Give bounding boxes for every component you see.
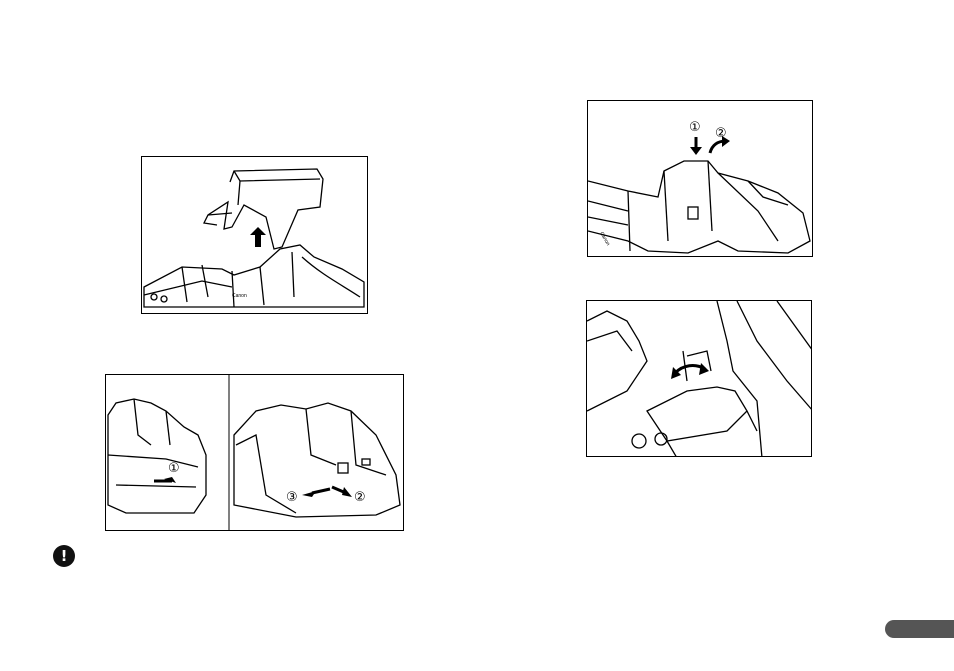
side-release-illustration: ① ③ ② [106, 375, 404, 531]
figure-press-lift: ① ② Canon [587, 100, 813, 257]
step-1-label: ① [689, 120, 701, 135]
flip-arrow-icon [699, 363, 709, 375]
step-2-label: ② [354, 490, 366, 505]
figure-cover-removal: Canon [141, 156, 368, 314]
exclamation-icon: ! [53, 545, 75, 567]
flip-guide-illustration [587, 301, 812, 457]
down-arrow-icon [690, 147, 702, 155]
press-lift-illustration: ① ② Canon [588, 101, 813, 257]
svg-text:Canon: Canon [598, 231, 611, 247]
step-2-label: ② [715, 126, 727, 141]
step-3-label: ③ [286, 490, 298, 505]
step-1-label: ① [168, 461, 180, 476]
figure-side-release: ① ③ ② [105, 374, 404, 531]
svg-text:Canon: Canon [232, 293, 247, 299]
up-arrow-icon [250, 227, 266, 247]
figure-flip-guide [586, 300, 812, 457]
page-number-tab [885, 620, 954, 638]
cover-removal-illustration: Canon [142, 157, 368, 314]
